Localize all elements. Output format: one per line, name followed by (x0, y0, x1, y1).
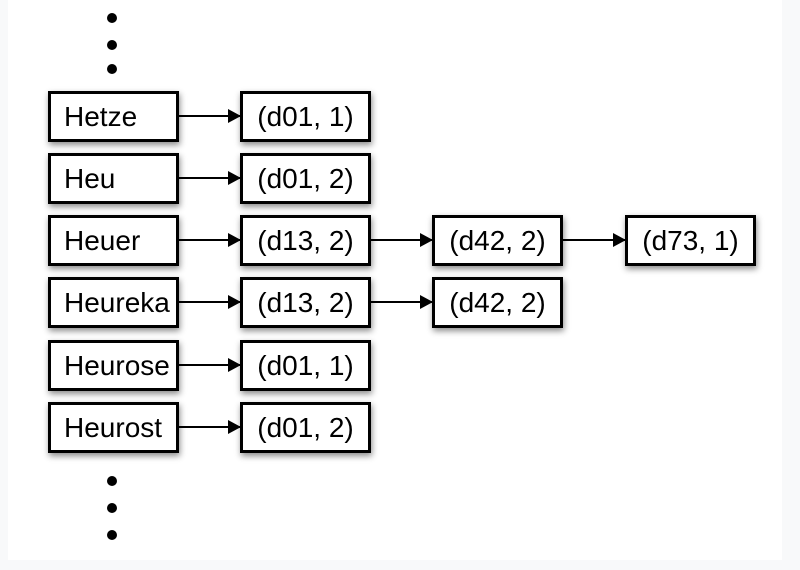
posting-node: (d13, 2) (240, 215, 371, 266)
posting-node: (d01, 1) (240, 91, 371, 142)
ellipsis-bottom-dot-icon (107, 530, 117, 540)
posting-node: (d42, 2) (432, 215, 563, 266)
posting-node: (d13, 2) (240, 277, 371, 328)
ellipsis-top-dot-icon (107, 40, 117, 50)
posting-node: (d01, 2) (240, 153, 371, 204)
arrow-right-icon (371, 295, 433, 309)
ellipsis-top-dot-icon (107, 13, 117, 23)
arrow-right-icon (179, 109, 241, 123)
arrow-right-icon (179, 233, 241, 247)
term-node: Heurost (48, 402, 179, 453)
arrow-right-icon (179, 295, 241, 309)
posting-node: (d01, 1) (240, 340, 371, 391)
arrow-right-icon (179, 358, 241, 372)
inverted-index-diagram: Hetze (d01, 1) Heu (d01, 2) Heuer (d13, … (8, 0, 782, 560)
term-node: Heurose (48, 340, 179, 391)
ellipsis-bottom-dot-icon (107, 503, 117, 513)
arrow-right-icon (179, 171, 241, 185)
term-node: Heureka (48, 277, 179, 328)
term-node: Hetze (48, 91, 179, 142)
arrow-right-icon (371, 233, 433, 247)
ellipsis-top-dot-icon (107, 64, 117, 74)
arrow-right-icon (563, 233, 626, 247)
posting-node: (d42, 2) (432, 277, 563, 328)
posting-node: (d01, 2) (240, 402, 371, 453)
term-node: Heu (48, 153, 179, 204)
arrow-right-icon (179, 420, 241, 434)
ellipsis-bottom-dot-icon (107, 476, 117, 486)
term-node: Heuer (48, 215, 179, 266)
posting-node: (d73, 1) (625, 215, 756, 266)
